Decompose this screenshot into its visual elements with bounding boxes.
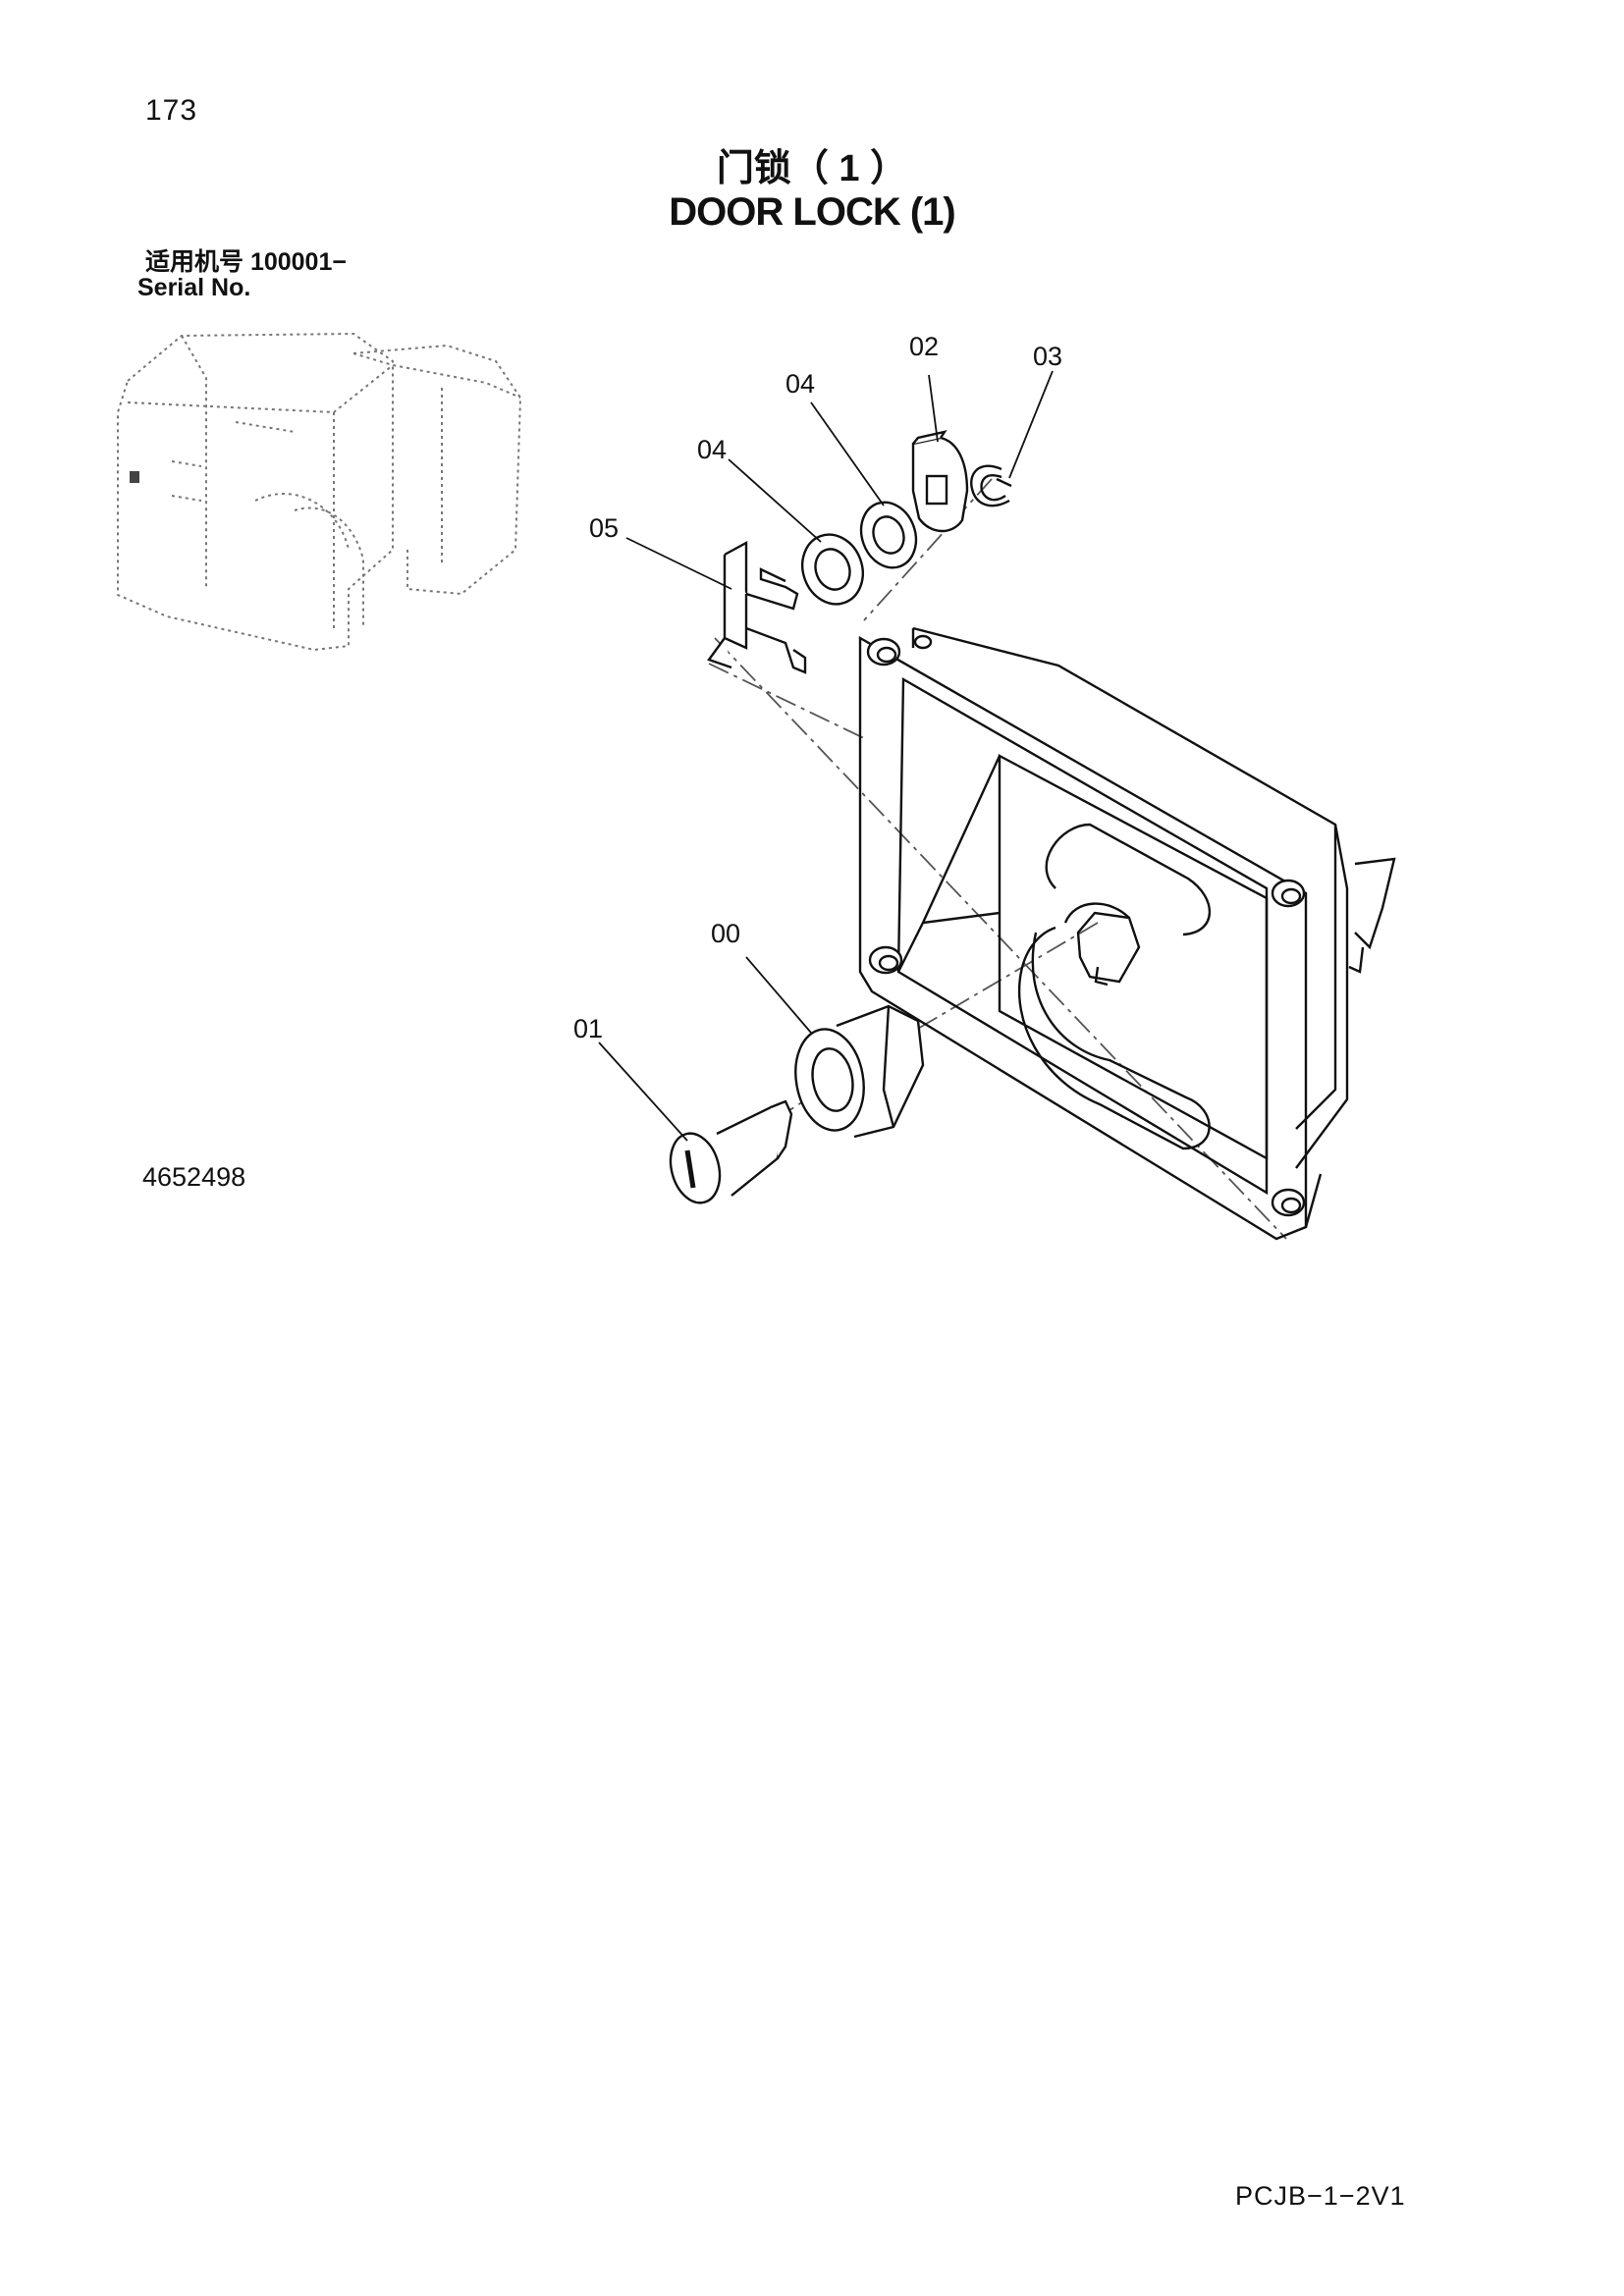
- serial-number-label: Serial No.: [137, 274, 251, 301]
- part-03-retaining-clip: [970, 464, 1012, 507]
- page-title-english: DOOR LOCK (1): [669, 190, 955, 234]
- callout-04-outer: 04: [697, 435, 727, 464]
- leader-lines: [598, 370, 1054, 1142]
- serial-number-block: 适用机号 100001− Serial No.: [137, 249, 347, 300]
- corner-bosses: [866, 634, 1306, 1217]
- serial-number-chinese: 适用机号 100001−: [145, 248, 347, 276]
- page-number: 173: [145, 94, 198, 127]
- callout-04-inner: 04: [785, 369, 815, 399]
- callout-01: 01: [573, 1014, 603, 1043]
- part-00-lock-nut: [794, 1004, 925, 1139]
- part-02-cam-plate: [911, 430, 969, 533]
- part-05-latch-bracket: [707, 540, 807, 674]
- page-title-chinese: 门锁（ 1 ）: [716, 148, 908, 189]
- lock-housing: [858, 626, 1396, 1241]
- machine-thumbnail: [117, 332, 522, 652]
- callout-02: 02: [909, 332, 939, 361]
- callout-03: 03: [1033, 342, 1062, 371]
- drawing-number: 4652498: [142, 1162, 246, 1192]
- part-01-key-cylinder: [669, 1099, 793, 1204]
- footer-code: PCJB−1−2V1: [1235, 2181, 1406, 2211]
- part-04-washer-inner: [859, 501, 918, 569]
- part-04-washer-outer: [801, 533, 864, 606]
- callout-05: 05: [589, 513, 619, 543]
- machine-thumbnail-marker: [130, 471, 139, 483]
- callout-00: 00: [711, 919, 740, 948]
